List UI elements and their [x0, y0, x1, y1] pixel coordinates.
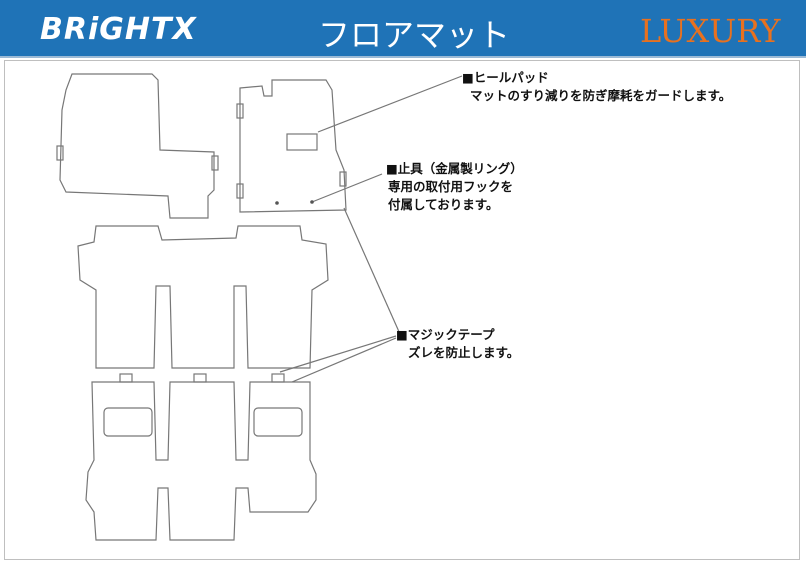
second-row-tab-1 [119, 373, 133, 383]
brand-logo: BRiGHTX [40, 12, 197, 47]
leader-velcro-2 [279, 335, 397, 373]
passenger-mat [239, 79, 347, 213]
third-row-heel-pad-left [103, 407, 153, 437]
page-title: フロアマット [318, 16, 511, 54]
annotation-heel-pad: ■ヒールパッド マットのすり減りを防ぎ摩耗をガードします。 [462, 69, 731, 105]
annotation-velcro: ■マジックテープ ズレを防止します。 [396, 326, 519, 362]
third-row-mat [85, 381, 317, 541]
leader-heel-pad [317, 75, 463, 133]
annotation-velcro-text: ズレを防止します。 [408, 345, 520, 360]
annotation-heel-pad-title: ■ヒールパッド [462, 70, 549, 85]
annotation-fastener-line2: 専用の取付用フックを [388, 179, 514, 194]
passenger-velcro-tab-1 [236, 103, 244, 119]
annotation-velcro-title: ■マジックテープ [396, 327, 495, 342]
heel-pad [286, 133, 318, 151]
leader-velcro-3 [291, 337, 397, 383]
second-row-tab-3 [271, 373, 285, 383]
luxury-badge: LUXURY [640, 12, 781, 50]
driver-velcro-tab-1 [56, 145, 64, 161]
annotation-fastener-title: ■止具（金属製リング） [386, 161, 523, 176]
leader-fastener [311, 173, 383, 203]
driver-velcro-tab-2 [211, 155, 219, 171]
annotation-fastener: ■止具（金属製リング） 専用の取付用フックを 付属しております。 [386, 160, 523, 214]
annotation-heel-pad-text: マットのすり減りを防ぎ摩耗をガードします。 [470, 88, 732, 103]
content-frame [4, 60, 800, 560]
second-row-mat [77, 225, 329, 369]
driver-mat [59, 73, 215, 219]
header-bar: BRiGHTX フロアマット LUXURY [0, 0, 806, 58]
passenger-velcro-tab-3 [236, 183, 244, 199]
ring-fastener-2 [310, 200, 314, 204]
leader-velcro-1 [343, 207, 401, 335]
second-row-tab-2 [193, 373, 207, 383]
annotation-fastener-line3: 付属しております。 [388, 197, 499, 212]
ring-fastener-1 [275, 201, 279, 205]
third-row-heel-pad-right [253, 407, 303, 437]
passenger-velcro-tab-2 [339, 171, 347, 187]
